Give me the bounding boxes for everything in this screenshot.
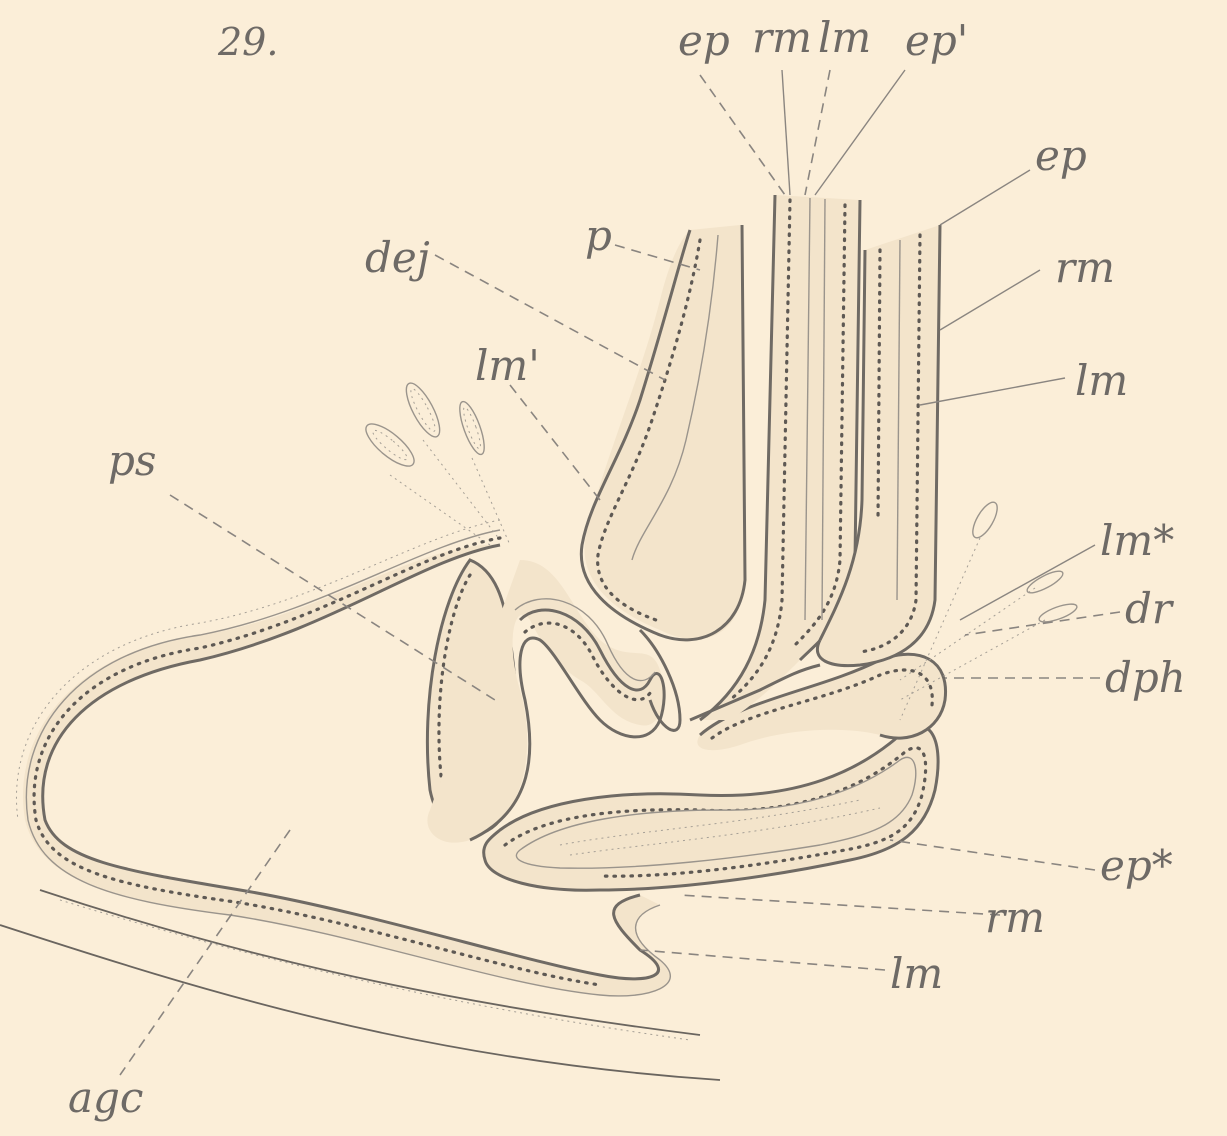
label-p: p: [585, 211, 612, 260]
figure-number: 29.: [217, 20, 278, 64]
label-agc: agc: [68, 1073, 143, 1122]
label-lm-top: lm: [818, 13, 871, 62]
label-ps: ps: [108, 436, 156, 485]
label-ep-top: ep: [678, 16, 730, 65]
label-rm-right: rm: [1055, 243, 1115, 292]
label-dph: dph: [1105, 653, 1186, 702]
lower-right-lobes: [484, 654, 946, 890]
central-tubes: [581, 195, 940, 730]
label-lm-right: lm: [1075, 356, 1128, 405]
label-ep-right: ep: [1035, 131, 1087, 180]
label-lm-prime: lm': [475, 341, 540, 390]
label-dr: dr: [1125, 584, 1175, 633]
label-ep-prime-top: ep': [905, 16, 968, 65]
label-dej: dej: [365, 233, 430, 282]
left-sac-wall: [16, 520, 670, 996]
label-lm-lower: lm: [890, 949, 943, 998]
label-ep-star: ep*: [1100, 841, 1173, 890]
label-lm-star: lm*: [1100, 516, 1174, 565]
label-rm-lower: rm: [985, 893, 1045, 942]
label-rm-top: rm: [752, 13, 812, 62]
